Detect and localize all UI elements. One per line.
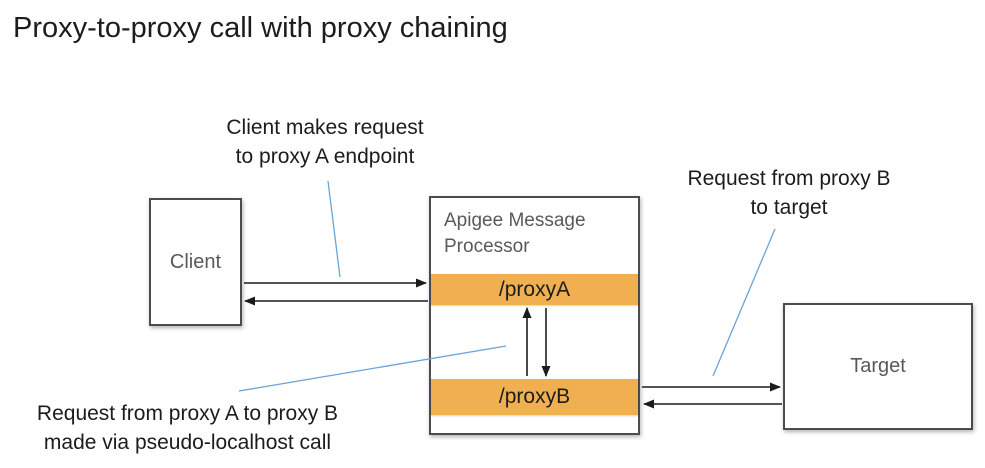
client-node: Client bbox=[149, 198, 242, 326]
leader-line-proxyb-target bbox=[712, 228, 776, 377]
annotation-client-request: Client makes request to proxy A endpoint bbox=[226, 116, 424, 168]
message-processor-node: Apigee Message Processor /proxyA /proxyB bbox=[429, 196, 640, 435]
target-node-label: Target bbox=[850, 355, 906, 377]
target-node: Target bbox=[783, 303, 973, 430]
proxy-a-bar: /proxyA bbox=[431, 274, 638, 305]
annotation-proxyb-to-target: Request from proxy B to target bbox=[687, 167, 891, 219]
client-node-label: Client bbox=[169, 250, 222, 273]
message-processor-label: Apigee Message Processor bbox=[444, 210, 586, 257]
leader-line-client-request bbox=[327, 180, 341, 278]
diagram-title: Proxy-to-proxy call with proxy chaining bbox=[13, 12, 508, 44]
proxy-b-bar: /proxyB bbox=[431, 379, 638, 415]
annotation-proxya-to-proxyb: Request from proxy A to proxy B made via… bbox=[36, 402, 339, 454]
